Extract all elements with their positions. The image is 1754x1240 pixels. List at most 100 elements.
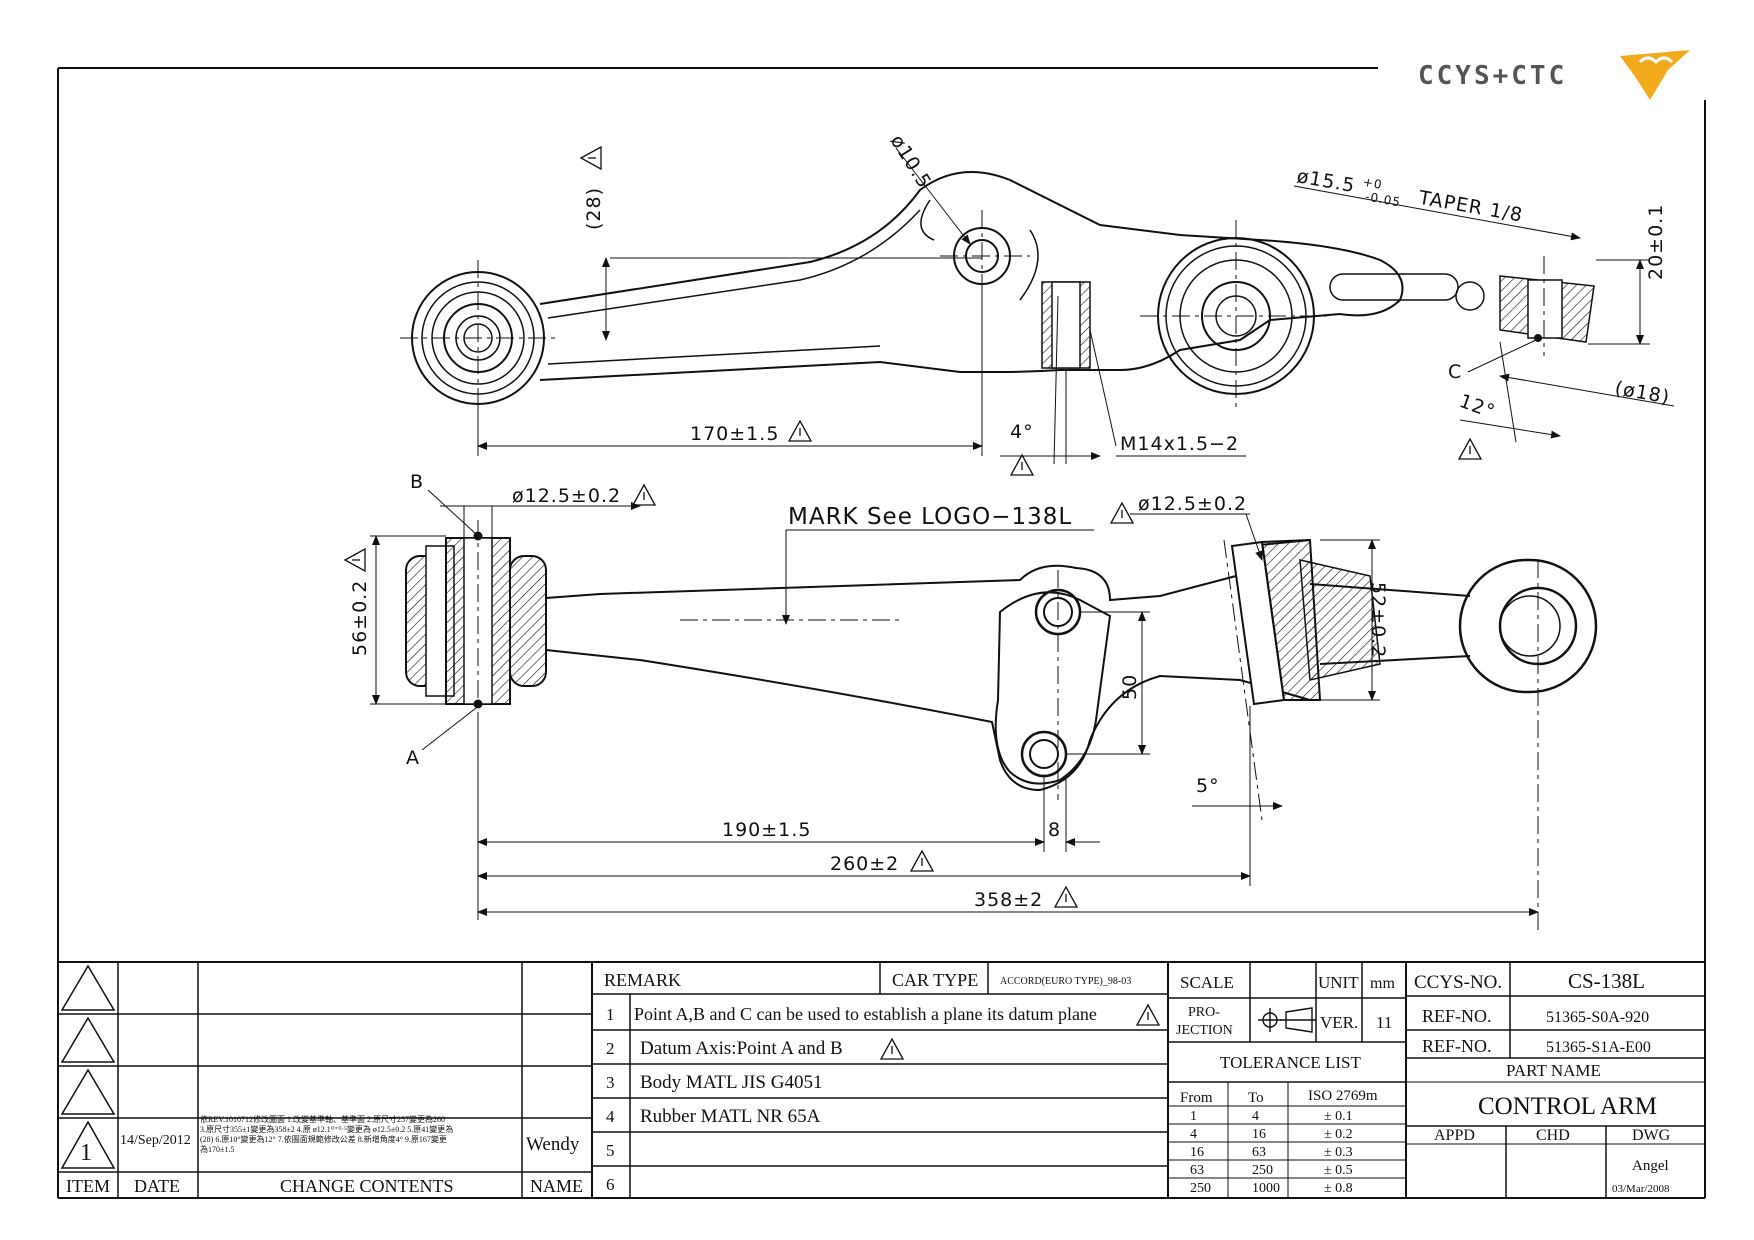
tolerance-cell: 1000 bbox=[1252, 1181, 1280, 1196]
chd-label: CHD bbox=[1536, 1127, 1570, 1144]
spec-block: SCALE UNIT mm PRO- JECTION VER. 11 TOLER… bbox=[1176, 973, 1395, 1196]
dim-dia-18: (ø18) bbox=[1613, 377, 1672, 408]
ref-no-value-1: 51365-S0A-920 bbox=[1546, 1009, 1649, 1026]
dim-spacing-50: 50 bbox=[1119, 674, 1141, 700]
tolerance-cell: 4 bbox=[1190, 1127, 1197, 1142]
dim-angle-12: 12° bbox=[1456, 390, 1498, 423]
tolerance-rows: 1 4 ± 0.1 4 16 ± 0.2 16 63 ± 0.3 63 250 ± 0.5 250 100… bbox=[1190, 1109, 1353, 1196]
remark-no-6: 6 bbox=[606, 1175, 615, 1194]
tol-header-from: From bbox=[1180, 1090, 1213, 1106]
remark-header: REMARK bbox=[604, 970, 681, 990]
dim-length-260: 260±2 bbox=[830, 853, 899, 875]
part-name-value: CONTROL ARM bbox=[1478, 1093, 1657, 1120]
dim-length-358: 358±2 bbox=[974, 889, 1043, 911]
unit-label: UNIT bbox=[1318, 973, 1359, 992]
projection-label-1: PRO- bbox=[1188, 1005, 1220, 1020]
remark-no-2: 2 bbox=[606, 1039, 615, 1058]
scale-label: SCALE bbox=[1180, 973, 1234, 992]
tolerance-cell: 16 bbox=[1190, 1145, 1204, 1160]
unit-value: mm bbox=[1370, 975, 1395, 992]
rev-header-content: CHANGE CONTENTS bbox=[280, 1176, 454, 1196]
dim-ref-28: (28) bbox=[583, 187, 605, 230]
rev-content-line-2: 3.原尺寸355±1變更為358±2 4.原 ø12.1⁰⁺⁰·⁵變更為 ø12… bbox=[200, 1124, 453, 1134]
rev-header-name: NAME bbox=[530, 1176, 583, 1196]
tolerance-cell: 63 bbox=[1252, 1145, 1266, 1160]
remark-no-5: 5 bbox=[606, 1141, 615, 1160]
ref-no-label-1: REF-NO. bbox=[1422, 1006, 1492, 1026]
car-type-label: CAR TYPE bbox=[892, 970, 978, 990]
remark-text-2: Datum Axis:Point A and B bbox=[640, 1038, 843, 1059]
remark-table: REMARK CAR TYPE ACCORD(EURO TYPE)_98-03 … bbox=[604, 970, 1160, 1194]
ref-no-label-2: REF-NO. bbox=[1422, 1036, 1492, 1056]
dim-angle-5: 5° bbox=[1196, 775, 1220, 797]
dim-length-190: 190±1.5 bbox=[722, 819, 811, 841]
tolerance-cell: ± 0.2 bbox=[1324, 1127, 1353, 1142]
dim-bush-dia-right: ø12.5±0.2 bbox=[1138, 493, 1247, 515]
appd-label: APPD bbox=[1434, 1127, 1475, 1144]
company-logo: CCYS+CTC bbox=[1418, 50, 1690, 100]
ver-value: 11 bbox=[1376, 1013, 1392, 1032]
rev-content-line-4: 為170±1.5 bbox=[200, 1144, 234, 1154]
logo-text: CCYS+CTC bbox=[1418, 61, 1567, 91]
rev-header-item: ITEM bbox=[66, 1176, 110, 1196]
dim-height-20: 20±0.1 bbox=[1645, 204, 1667, 280]
ref-no-value-2: 51365-S1A-E00 bbox=[1546, 1039, 1651, 1056]
tolerance-cell: 250 bbox=[1190, 1181, 1211, 1196]
tolerance-cell: 16 bbox=[1252, 1127, 1266, 1142]
revision-triangles bbox=[60, 964, 116, 1169]
tolerance-cell: 1 bbox=[1190, 1109, 1197, 1124]
third-angle-projection-icon bbox=[1258, 1007, 1316, 1033]
dwg-name: Angel bbox=[1632, 1158, 1669, 1174]
rev-header-date: DATE bbox=[134, 1176, 180, 1196]
ccys-no-label: CCYS-NO. bbox=[1414, 972, 1502, 993]
dim-angle-4: 4° bbox=[1010, 421, 1034, 443]
car-type-value: ACCORD(EURO TYPE)_98-03 bbox=[1000, 976, 1131, 987]
tolerance-cell: 4 bbox=[1252, 1109, 1259, 1124]
remark-no-3: 3 bbox=[606, 1073, 615, 1092]
top-view: (28) ø10.5 170±1.5 4° M14x1.5−2 ø15.5 +0… bbox=[400, 131, 1675, 476]
point-b-label: B bbox=[410, 471, 424, 493]
mark-note: MARK See LOGO−138L bbox=[788, 504, 1072, 530]
ccys-no-value: CS-138L bbox=[1568, 969, 1645, 993]
tolerance-title: TOLERANCE LIST bbox=[1220, 1053, 1361, 1072]
tolerance-cell: 250 bbox=[1252, 1163, 1273, 1178]
remark-text-3: Body MATL JIS G4051 bbox=[640, 1072, 822, 1093]
dim-height-56: 56±0.2 bbox=[349, 580, 371, 656]
tolerance-cell: ± 0.8 bbox=[1324, 1181, 1353, 1196]
dim-height-52: 52±0.2 bbox=[1367, 582, 1389, 658]
remark-text-4: Rubber MATL NR 65A bbox=[640, 1106, 821, 1127]
dim-hole-dia: ø10.5 bbox=[886, 131, 936, 193]
dim-taper-dia: ø15.5 +0 -0.05 TAPER 1/8 bbox=[1294, 157, 1526, 232]
dwg-date: 03/Mar/2008 bbox=[1612, 1183, 1670, 1195]
title-block: CCYS-NO. CS-138L REF-NO. 51365-S0A-920 R… bbox=[1414, 969, 1671, 1195]
tolerance-cell: ± 0.3 bbox=[1324, 1145, 1353, 1160]
dim-length-170: 170±1.5 bbox=[690, 423, 779, 445]
tol-header-iso: ISO 2769m bbox=[1308, 1088, 1378, 1104]
remark-no-1: 1 bbox=[606, 1005, 615, 1024]
logo-mark-icon bbox=[1620, 50, 1690, 100]
part-name-label: PART NAME bbox=[1506, 1061, 1601, 1080]
rev-name: Wendy bbox=[526, 1134, 580, 1155]
title-block-grid bbox=[58, 962, 1705, 1198]
rev-content-line-3: (28) 6.原10°變更為12° 7.依圖面規範修改公差 8.新增角度4° 9… bbox=[200, 1134, 447, 1144]
front-view: B A ø12.5±0.2 MARK See LOGO−138L ø12.5±0… bbox=[344, 471, 1598, 930]
dim-thread: M14x1.5−2 bbox=[1120, 433, 1239, 455]
tol-header-to: To bbox=[1248, 1090, 1264, 1106]
dwg-label: DWG bbox=[1632, 1127, 1671, 1144]
remark-text-1: Point A,B and C can be used to establish… bbox=[634, 1004, 1097, 1024]
projection-label-2: JECTION bbox=[1176, 1023, 1233, 1038]
tolerance-cell: ± 0.5 bbox=[1324, 1163, 1353, 1178]
dim-length-8: 8 bbox=[1048, 819, 1061, 841]
dim-bush-dia-left: ø12.5±0.2 bbox=[512, 485, 621, 507]
tolerance-cell: 63 bbox=[1190, 1163, 1204, 1178]
rev-content-line-1: 依REV.1010712修改圖面 1.改變基準軸、基準面 2.原尺寸257變更為… bbox=[200, 1114, 445, 1124]
drawing-frame bbox=[57, 67, 1706, 1199]
point-c-label: C bbox=[1448, 361, 1462, 383]
point-a-label: A bbox=[406, 747, 420, 769]
rev-item: 1 bbox=[80, 1140, 92, 1166]
rev-date: 14/Sep/2012 bbox=[120, 1133, 191, 1148]
tolerance-cell: ± 0.1 bbox=[1324, 1109, 1353, 1124]
revision-table: ITEM DATE CHANGE CONTENTS NAME 1 14/Sep/… bbox=[66, 1114, 583, 1196]
remark-no-4: 4 bbox=[606, 1107, 615, 1126]
